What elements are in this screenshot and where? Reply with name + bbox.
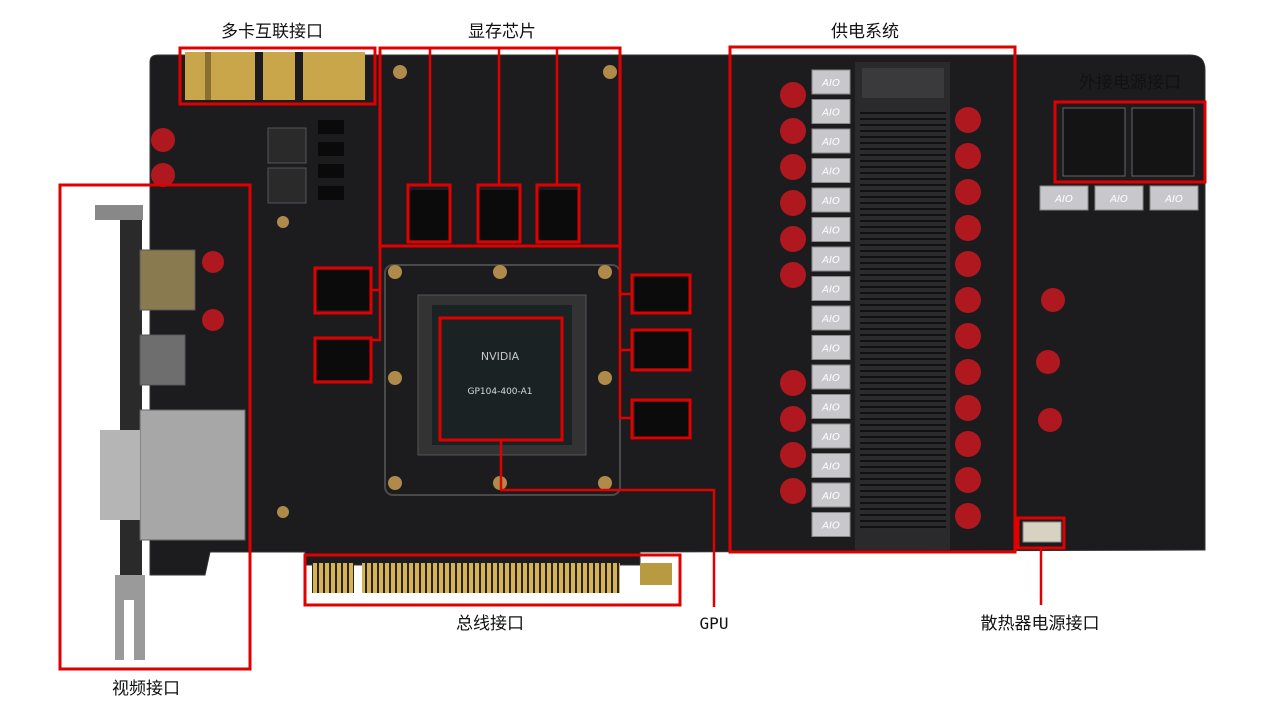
memory-chips — [315, 190, 690, 440]
box-ext-power — [1053, 100, 1207, 184]
vrm-choke-label: AIO — [821, 373, 840, 384]
vrm-choke — [811, 187, 851, 213]
vrm-choke-label: AIO — [821, 108, 840, 119]
vrm-choke — [811, 276, 851, 301]
vrm-capacitors-left — [780, 82, 806, 504]
vrm-choke — [811, 453, 851, 478]
vrm-choke-label: AIO — [821, 285, 840, 296]
vrm-choke — [811, 364, 851, 390]
vrm-capacitor — [780, 190, 806, 216]
vrm-capacitor — [955, 359, 981, 385]
leader-lines — [371, 48, 1043, 607]
box-multi-card — [178, 46, 377, 106]
video-ports — [100, 249, 246, 541]
sli-connector — [185, 52, 365, 100]
vrm-capacitor — [780, 406, 806, 432]
gpu-chip-model: GP104-400-A1 — [468, 387, 533, 397]
ext-choke — [1094, 185, 1144, 211]
highlight-boxes — [58, 45, 1207, 671]
vrm-choke-label: AIO — [821, 521, 840, 532]
vrm-choke-label: AIO — [821, 226, 840, 237]
box-memory-l2 — [313, 336, 373, 384]
vrm-choke — [811, 217, 851, 242]
vrm-capacitor — [955, 179, 981, 205]
box-power-supply — [728, 45, 1017, 554]
vrm-choke-label: AIO — [821, 344, 840, 355]
vrm-capacitor — [955, 215, 981, 241]
vrm-heatsink — [855, 62, 950, 550]
gpu-area — [384, 264, 621, 496]
vrm-choke-label: AIO — [821, 314, 840, 325]
vrm-choke-label: AIO — [821, 403, 840, 414]
vrm-capacitor — [780, 82, 806, 108]
vrm-capacitor — [955, 431, 981, 457]
ext-choke — [1149, 185, 1199, 211]
vrm-choke — [811, 423, 851, 449]
ext-choke-label: AIO — [1109, 194, 1128, 205]
label-bus: 总线接口 — [456, 614, 524, 634]
label-ext-power: 外接电源接口 — [1079, 73, 1181, 93]
external-power-connectors — [1062, 107, 1195, 177]
vrm-choke-label: AIO — [821, 462, 840, 473]
vrm-choke — [811, 99, 851, 124]
vrm-choke — [811, 69, 851, 95]
vrm-choke-label: AIO — [821, 491, 840, 502]
vrm-choke — [811, 128, 851, 154]
vrm-capacitor — [780, 478, 806, 504]
vrm-capacitor — [780, 226, 806, 252]
vrm-capacitor — [955, 467, 981, 493]
vrm-capacitor — [780, 262, 806, 288]
external-power-chokes: AIO AIO AIO — [1039, 185, 1199, 211]
vrm-capacitor — [955, 143, 981, 169]
vrm-choke-label: AIO — [821, 78, 840, 89]
vrm-capacitor — [780, 118, 806, 144]
label-fan-power: 散热器电源接口 — [981, 614, 1100, 634]
vrm-choke-label: AIO — [821, 167, 840, 178]
vrm-capacitor — [955, 251, 981, 277]
gpu-chip-brand: NVIDIA — [481, 350, 520, 363]
vrm-capacitor — [955, 323, 981, 349]
vrm-capacitor — [780, 154, 806, 180]
label-video: 视频接口 — [112, 679, 180, 699]
vrm-choke — [811, 394, 851, 419]
label-multi-card: 多卡互联接口 — [221, 22, 323, 42]
vrm-choke-label: AIO — [821, 196, 840, 207]
pcb-board — [149, 54, 1206, 576]
vrm-choke — [811, 512, 851, 537]
vrm-choke — [811, 335, 851, 360]
vrm-capacitors-right — [955, 107, 981, 529]
box-video — [58, 183, 252, 671]
box-bus — [303, 553, 682, 607]
vrm-choke — [811, 158, 851, 183]
vrm-capacitor — [955, 395, 981, 421]
vrm-capacitor — [780, 370, 806, 396]
label-gpu: GPU — [700, 614, 729, 633]
vrm-choke-label: AIO — [821, 137, 840, 148]
vrm-capacitor — [955, 107, 981, 133]
ext-choke — [1039, 185, 1089, 211]
pcie-fingers — [312, 563, 672, 593]
vrm-capacitor — [955, 503, 981, 529]
vrm-choke — [811, 482, 851, 508]
vrm-choke-label: AIO — [821, 432, 840, 443]
ext-choke-label: AIO — [1054, 194, 1073, 205]
vrm-capacitor — [780, 442, 806, 468]
vrm-choke-label: AIO — [821, 255, 840, 266]
vrm-choke — [811, 305, 851, 331]
vrm-capacitor — [955, 287, 981, 313]
vrm-chokes: AIO AIO AIO AIO AIO AIO AIO AIO AIO AIO AIO AIO AIO A… — [811, 69, 851, 537]
label-power-supply: 供电系统 — [831, 22, 899, 42]
fan-power-header — [1022, 521, 1062, 543]
vrm-choke — [811, 246, 851, 272]
ext-choke-label: AIO — [1164, 194, 1183, 205]
label-memory: 显存芯片 — [468, 22, 536, 42]
